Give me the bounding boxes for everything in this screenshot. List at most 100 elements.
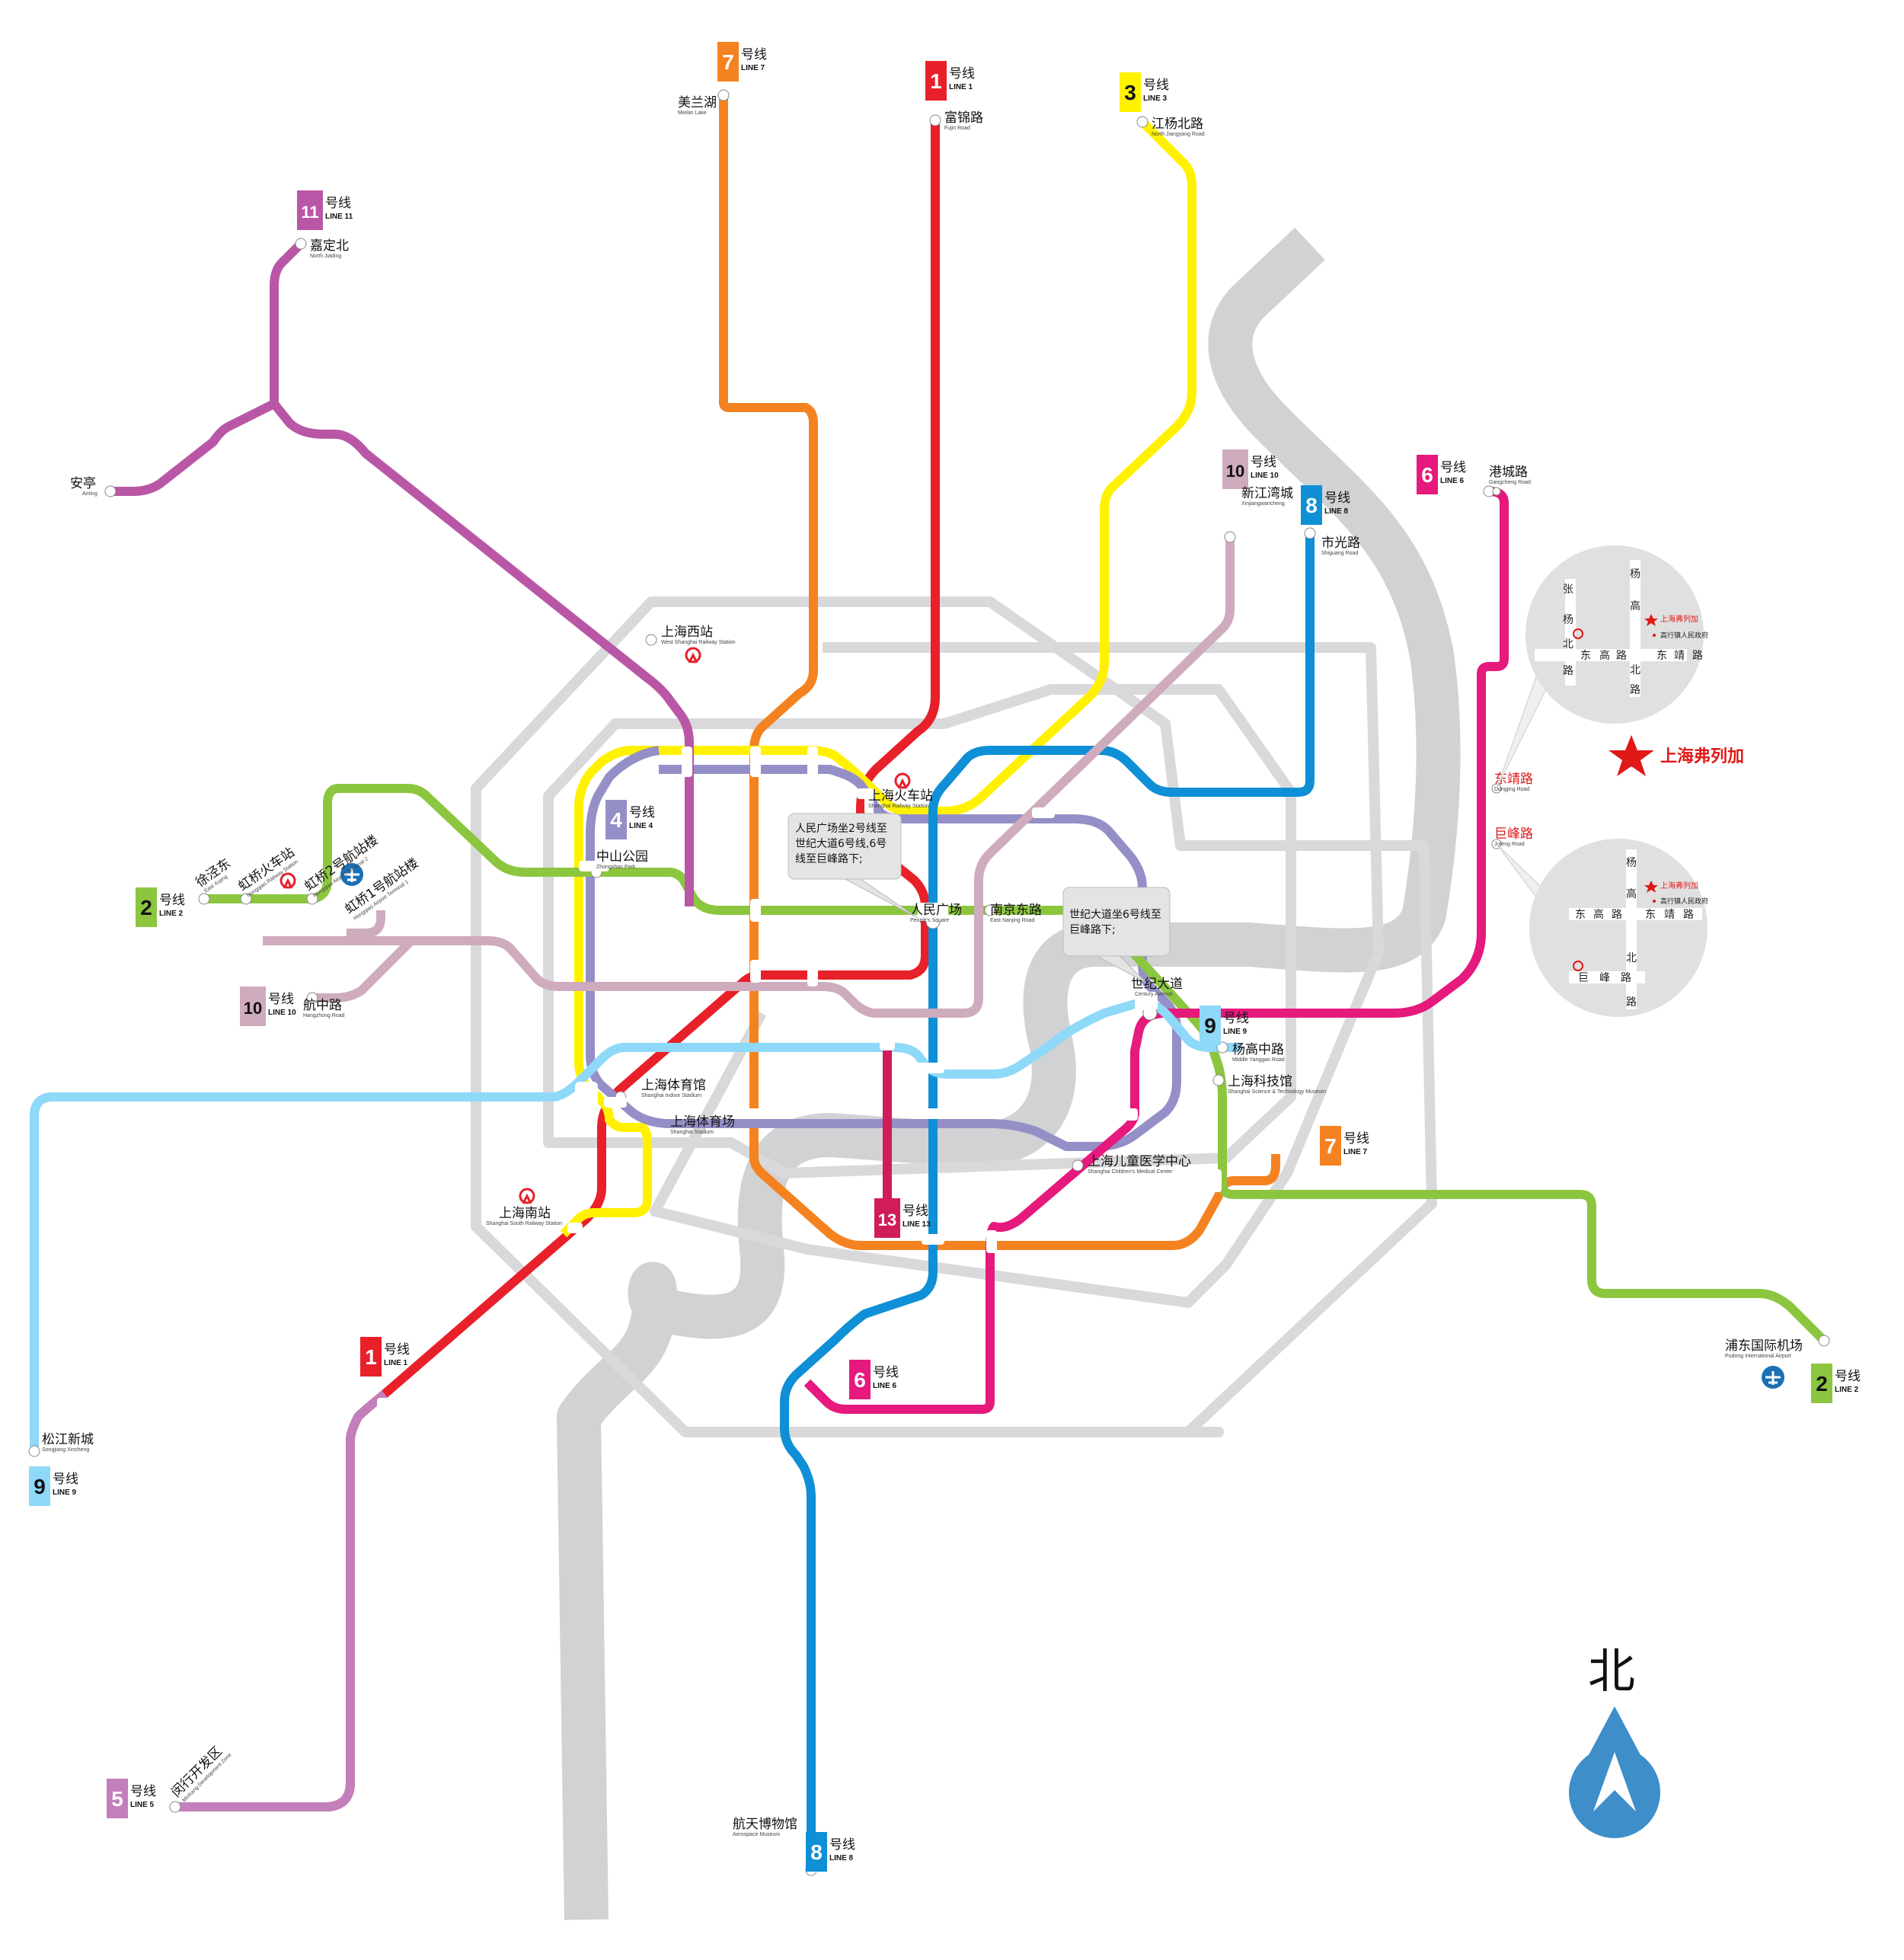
badge-cn-label: 号线 — [949, 66, 975, 82]
badge-cn-label: 号线 — [629, 805, 655, 820]
badge-number: 6 — [1421, 463, 1433, 487]
badge-number: 9 — [34, 1475, 46, 1498]
inset-top-poi2: 高行镇人民政府 — [1660, 631, 1708, 640]
badge-number: 10 — [1226, 462, 1244, 481]
star-icon — [1608, 735, 1654, 776]
line-10 — [263, 537, 1235, 1018]
svg-text:杨: 杨 — [1563, 614, 1573, 626]
svg-text:路: 路 — [1630, 684, 1640, 696]
note2-line1: 世纪大道坐6号线至 — [1069, 909, 1161, 921]
badge-en-label: LINE 9 — [53, 1488, 77, 1497]
badge-l4: 4 号线 LINE 4 — [605, 800, 655, 839]
note1-line1: 人民广场坐2号线至 — [795, 823, 887, 835]
station-shhuoche: 上海火车站 — [868, 788, 933, 804]
station-jiangyang: 江杨北路 — [1152, 117, 1203, 132]
station-jiadingbei: 嘉定北 — [310, 238, 349, 254]
line-5-overlay — [175, 1390, 388, 1811]
station-anting: 安亭 — [70, 476, 96, 491]
transfer-note-2: 世纪大道坐6号线至 巨峰路下; — [1062, 887, 1171, 983]
station-hangzhong-en: Hangzhong Road — [303, 1013, 345, 1018]
svg-text:杨: 杨 — [1626, 857, 1637, 869]
inset-top-poi1: 上海弗列加 — [1660, 614, 1698, 624]
station-xinjiangwan: 新江湾城 — [1241, 486, 1293, 501]
badge-number: 6 — [854, 1368, 866, 1392]
badge-cn-label: 号线 — [1143, 78, 1169, 93]
badge-number: 2 — [140, 896, 152, 919]
svg-text:北: 北 — [1626, 952, 1637, 964]
line-6 — [803, 487, 1509, 1414]
badge-en-label: LINE 7 — [1343, 1148, 1368, 1156]
railway-icon — [280, 647, 911, 1204]
svg-text:峰: 峰 — [1599, 972, 1610, 984]
station-minhang: 闵行开发区 — [168, 1744, 225, 1800]
note1-line3: 线至巨峰路下; — [795, 853, 863, 865]
badge-number: 1 — [930, 69, 942, 93]
station-jufeng-en: Jufeng Road — [1494, 842, 1525, 847]
badge-en-label: LINE 13 — [902, 1220, 931, 1229]
line-3 — [560, 118, 1196, 1238]
line-8 — [780, 533, 1315, 1870]
badge-cn-label: 号线 — [829, 1837, 855, 1853]
station-jiadingbei-en: North Jiading — [310, 254, 341, 259]
outer-ring-road — [471, 596, 1437, 1437]
badge-en-label: LINE 6 — [1440, 477, 1465, 485]
destination-label: 上海弗列加 — [1660, 747, 1744, 766]
station-markers — [28, 89, 1830, 1876]
badge-number: 8 — [1305, 494, 1318, 517]
badge-en-label: LINE 2 — [159, 910, 184, 918]
badge-number: 1 — [365, 1345, 377, 1369]
station-meilanhu-en: Meilan Lake — [678, 110, 707, 116]
svg-text:北: 北 — [1563, 638, 1573, 651]
station-nanjingdong-en: East Nanjing Road — [990, 918, 1034, 923]
inset-map-bottom: 杨 高 北 路 东 高 路 东 靖 路 巨 峰 路 上海弗列加 高行镇人民政府 — [1496, 839, 1708, 1017]
svg-text:路: 路 — [1563, 665, 1573, 677]
station-dongjing-en: Dongjing Road — [1494, 787, 1529, 792]
badge-en-label: LINE 1 — [949, 83, 973, 91]
svg-text:东: 东 — [1575, 909, 1586, 921]
inset-bottom-poi2: 高行镇人民政府 — [1660, 897, 1708, 906]
svg-text:靖: 靖 — [1674, 650, 1685, 662]
badge-en-label: LINE 4 — [629, 822, 653, 830]
station-keji-en: Shanghai Science & Technology Museum — [1228, 1089, 1326, 1095]
badge-number: 9 — [1204, 1014, 1216, 1038]
station-yanggao: 杨高中路 — [1232, 1042, 1284, 1057]
svg-text:杨: 杨 — [1630, 568, 1640, 580]
station-pudong-en: Pudong International Airport — [1725, 1354, 1791, 1359]
station-shiguanglu: 市光路 — [1321, 536, 1360, 551]
station-yanggao-en: Middle Yanggao Road — [1232, 1057, 1285, 1063]
line-1 — [175, 120, 940, 1811]
compass-label: 北 — [1588, 1643, 1635, 1699]
station-nanzhan-en: Shanghai South Railway Station — [486, 1221, 562, 1226]
airport-icon — [340, 863, 1784, 1389]
badge-cn-label: 号线 — [53, 1472, 78, 1487]
badge-number: 3 — [1124, 81, 1136, 104]
station-zhongshan-en: Zhongshan Park — [596, 865, 636, 870]
badge-cn-label: 号线 — [384, 1342, 410, 1357]
station-tiyuguan-en: Shanghai Indoor Stadium — [641, 1093, 701, 1098]
badge-cn-label: 号线 — [325, 196, 351, 211]
badge-en-label: LINE 11 — [325, 213, 353, 221]
station-nanzhan: 上海南站 — [499, 1206, 551, 1221]
station-anting-en: Anting — [82, 491, 97, 497]
station-nanjingdong: 南京东路 — [990, 903, 1042, 918]
badge-number: 4 — [610, 808, 622, 832]
station-renmin: 人民广场 — [910, 903, 962, 918]
station-zhongshan: 中山公园 — [596, 849, 648, 865]
inset-bottom-poi1: 上海弗列加 — [1660, 881, 1698, 890]
note1-line2: 世纪大道6号线,6号 — [795, 838, 887, 850]
station-renmin-en: People's Square — [910, 918, 949, 923]
svg-text:路: 路 — [1683, 909, 1694, 921]
svg-text:高: 高 — [1593, 908, 1604, 921]
station-hangzhong: 航中路 — [303, 998, 342, 1013]
station-tiyuchang: 上海体育场 — [670, 1114, 735, 1130]
transfer-note-1: 人民广场坐2号线至 世纪大道6号线,6号 线至巨峰路下; — [787, 813, 918, 919]
